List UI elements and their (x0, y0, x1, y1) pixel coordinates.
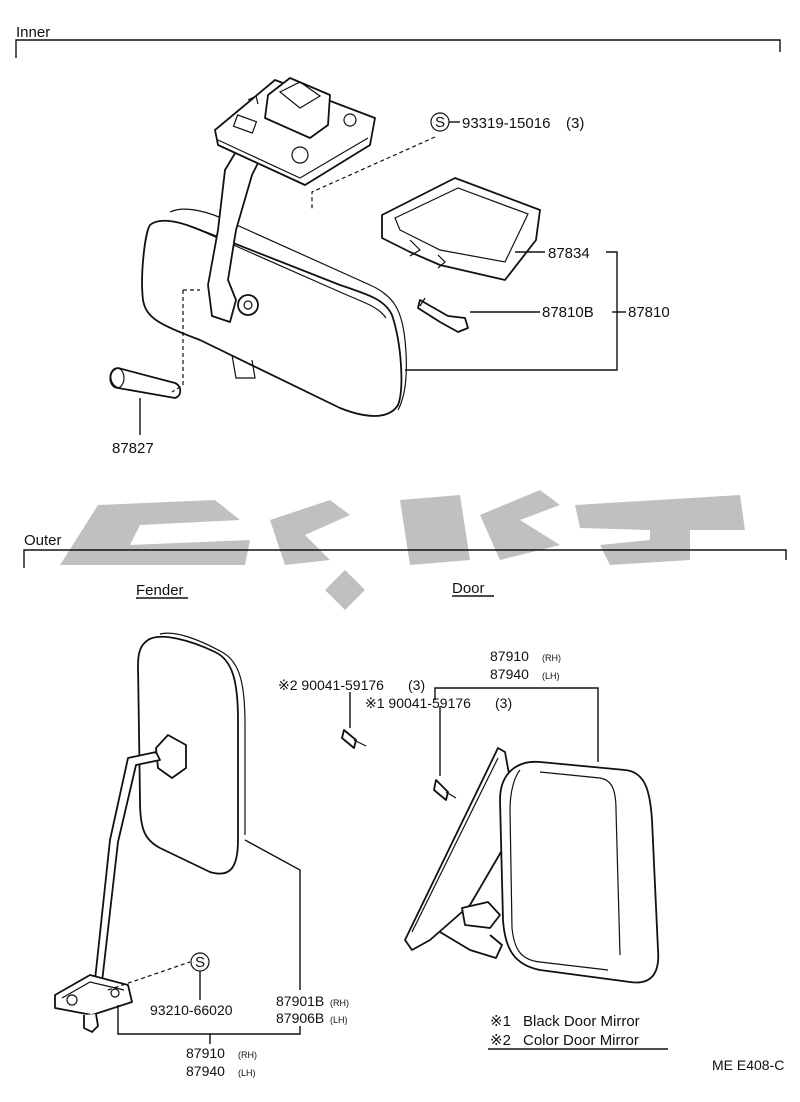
pad-drawing (109, 367, 182, 399)
assy-bracket (405, 251, 618, 371)
fender-mirror-rh-number: 87901B (276, 993, 324, 1009)
pad-leader (171, 289, 200, 393)
watermark-logo (60, 490, 745, 610)
legend-note1-mark: ※1 (490, 1013, 511, 1030)
door-bolt1-qty: (3) (495, 695, 512, 711)
lamp-cover-drawing (381, 177, 541, 281)
legend-note2-mark: ※2 (490, 1032, 511, 1049)
fender-mirror-lh-number: 87906B (276, 1010, 324, 1026)
inner-mirror-drawing (141, 77, 407, 417)
door-bolt1-number: ※1 90041-59176 (365, 695, 471, 711)
door-mirror-drawing (341, 729, 660, 984)
door-assy-lh: (LH) (542, 671, 560, 681)
door-bolt2-qty: (3) (408, 677, 425, 693)
fender-screw-leader (107, 961, 191, 991)
door-assy-rh-number: 87910 (490, 648, 529, 664)
fender-screw-symbol: S (195, 954, 205, 971)
fender-assy-lh-number: 87940 (186, 1063, 225, 1079)
fender-mirror-lh: (LH) (330, 1015, 348, 1025)
inner-section: Inner (15, 24, 781, 610)
screw-quantity: (3) (566, 115, 584, 132)
screw-part-number: 93319-15016 (462, 115, 550, 132)
fender-assy-bracket (117, 1005, 301, 1044)
screw-leader (311, 136, 436, 210)
fender-mirror-leader (244, 839, 301, 990)
mirror-assy-part-number: 87810 (628, 304, 670, 321)
fender-assy-lh: (LH) (238, 1068, 256, 1078)
fender-assy-rh-number: 87910 (186, 1045, 225, 1061)
legend-note2: Color Door Mirror (523, 1032, 639, 1049)
door-bolt2-number: ※2 90041-59176 (278, 677, 384, 693)
fender-mirror-drawing (54, 632, 246, 1033)
legend-note1: Black Door Mirror (523, 1013, 640, 1030)
diagram-code: ME E408-C (712, 1057, 784, 1073)
fender-mirror-rh: (RH) (330, 998, 349, 1008)
fender-screw-part-number: 93210-66020 (150, 1002, 233, 1018)
door-label: Door (452, 580, 485, 597)
outer-bracket (23, 549, 787, 568)
bulb-drawing (417, 297, 469, 333)
bulb-part-number: 87810B (542, 304, 594, 321)
screw-symbol: S (435, 114, 445, 131)
fender-assy-rh: (RH) (238, 1050, 257, 1060)
inner-section-label: Inner (16, 24, 50, 41)
outer-section-label: Outer (24, 532, 62, 549)
fender-label: Fender (136, 582, 184, 599)
pad-part-number: 87827 (112, 440, 154, 457)
door-assy-bracket (434, 687, 599, 762)
door-assy-rh: (RH) (542, 653, 561, 663)
door-assy-lh-number: 87940 (490, 666, 529, 682)
inner-bracket (15, 39, 781, 58)
cover-part-number: 87834 (548, 245, 590, 262)
outer-section: Outer Fender Door S 93210-66020 87901B (… (23, 532, 787, 1079)
